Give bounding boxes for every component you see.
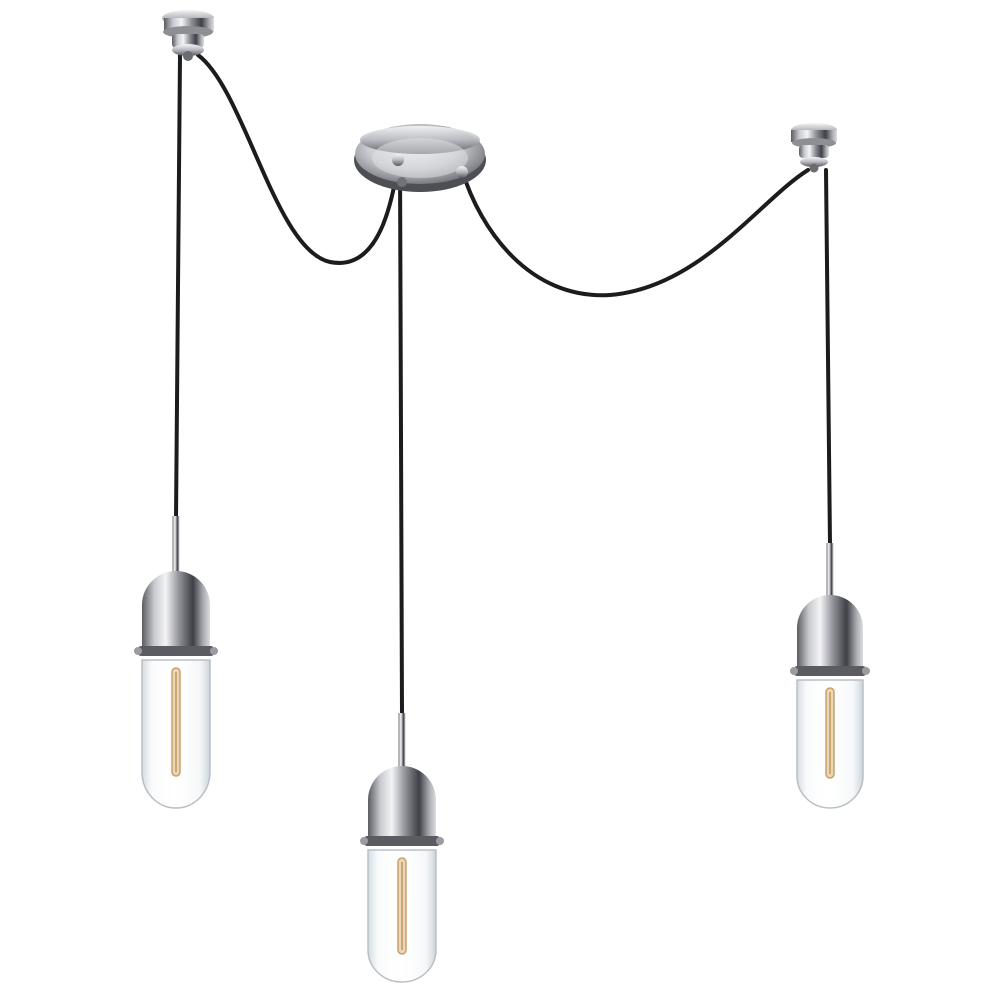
- canopy-screw-left: [392, 154, 404, 166]
- pendant-right: [790, 543, 870, 809]
- pendant-left: [134, 516, 218, 809]
- cord-right-swag: [460, 168, 810, 298]
- canopy-screw-right: [456, 166, 468, 178]
- pendant-center: [360, 713, 444, 983]
- pendant-left-cap: [142, 571, 210, 652]
- pendant-right-cap: [797, 595, 863, 672]
- cords: [174, 53, 832, 717]
- left-ceiling-hook: [162, 10, 214, 61]
- canopy-screw-center: [397, 177, 407, 187]
- pendant-center-stem: [398, 713, 406, 769]
- right-ceiling-hook: [791, 123, 837, 173]
- cord-right-drop: [824, 168, 832, 547]
- pendant-left-stem: [172, 516, 180, 572]
- cord-left-drop: [174, 53, 182, 520]
- cord-center-drop: [398, 158, 404, 717]
- cord-left-swag: [196, 53, 400, 265]
- pendant-right-stem: [826, 543, 834, 599]
- pendant-center-cap: [368, 766, 436, 840]
- center-canopy: [354, 124, 486, 192]
